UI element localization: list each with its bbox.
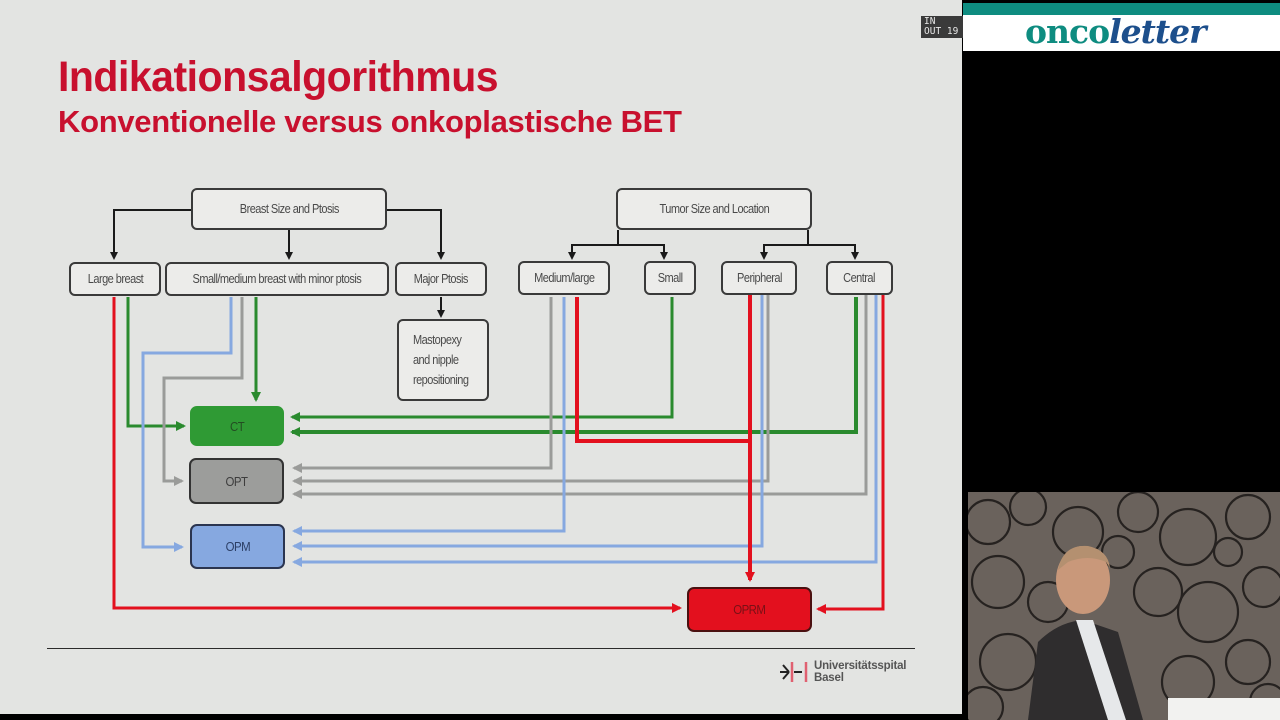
footer-divider: [47, 648, 915, 649]
node-mastopexy: Mastopexy and nipple repositioning: [397, 319, 489, 401]
flowchart-connectors: [110, 209, 885, 614]
node-medium-large: Medium/large: [518, 261, 610, 295]
slide-title: Indikationsalgorithmus: [58, 52, 499, 101]
timecode-overlay: IN OUT 19: [921, 16, 963, 38]
node-major-ptosis: Major Ptosis: [395, 262, 487, 296]
institution-name-line1: Universitätsspital: [814, 660, 907, 672]
node-large-breast: Large breast: [69, 262, 161, 296]
oncoletter-logo: oncoletter: [1025, 12, 1207, 51]
usb-logo-icon: [780, 662, 808, 682]
outcome-opt: OPT: [189, 458, 284, 504]
node-breast-size-ptosis: Breast Size and Ptosis: [191, 188, 387, 230]
slide-subtitle: Konventionelle versus onkoplastische BET: [58, 104, 682, 139]
institution-name-line2: Basel: [814, 672, 844, 684]
institution-logo: Universitätsspital Basel: [780, 660, 906, 684]
brand-stripe: [963, 3, 1280, 15]
node-central: Central: [826, 261, 893, 295]
node-small-medium-breast: Small/medium breast with minor ptosis: [165, 262, 389, 296]
node-small: Small: [644, 261, 696, 295]
speaker-video-image: [968, 492, 1280, 720]
outcome-oprm: OPRM: [687, 587, 812, 632]
presentation-slide: Indikationsalgorithmus Konventionelle ve…: [0, 0, 962, 714]
outcome-opm: OPM: [190, 524, 285, 569]
outcome-ct: CT: [190, 406, 284, 446]
node-peripheral: Peripheral: [721, 261, 797, 295]
speaker-video: [968, 492, 1280, 720]
broadcast-brand-bar: oncoletter: [963, 3, 1280, 51]
node-tumor-size-location: Tumor Size and Location: [616, 188, 812, 230]
